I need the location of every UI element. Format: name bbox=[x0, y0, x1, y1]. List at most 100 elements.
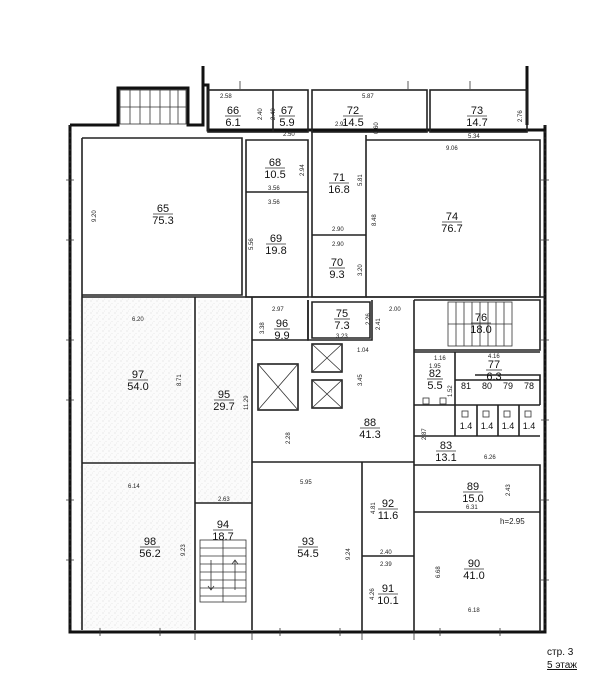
svg-text:41.0: 41.0 bbox=[463, 570, 484, 582]
svg-text:1.4: 1.4 bbox=[502, 421, 515, 431]
svg-text:91: 91 bbox=[382, 583, 394, 595]
svg-text:75.3: 75.3 bbox=[152, 215, 173, 227]
room-98-floor bbox=[80, 465, 192, 629]
dim: 5.95 bbox=[300, 480, 312, 486]
svg-text:11.6: 11.6 bbox=[378, 510, 399, 522]
dim: 5.81 bbox=[358, 174, 364, 186]
dim: 2.41 bbox=[376, 318, 382, 330]
stair-94 bbox=[199, 539, 247, 603]
svg-text:14.7: 14.7 bbox=[466, 117, 487, 129]
svg-text:80: 80 bbox=[482, 381, 492, 391]
svg-text:71: 71 bbox=[333, 172, 345, 184]
svg-text:95: 95 bbox=[218, 389, 230, 401]
dim: 1.52 bbox=[448, 385, 454, 397]
room-75-label: 75 7.3 bbox=[334, 308, 350, 332]
outer-walls bbox=[68, 66, 547, 634]
dim: 6.20 bbox=[132, 317, 144, 323]
interior-walls bbox=[81, 130, 545, 632]
room-93-label: 93 54.5 bbox=[297, 536, 318, 560]
svg-text:97: 97 bbox=[132, 369, 144, 381]
svg-text:81: 81 bbox=[461, 381, 471, 391]
dim: 2.63 bbox=[218, 497, 230, 503]
dim: 6.14 bbox=[128, 484, 140, 490]
dim: 2.97 bbox=[272, 307, 284, 313]
room-90-label: 90 41.0 bbox=[463, 558, 484, 582]
svg-text:88: 88 bbox=[364, 417, 376, 429]
svg-text:74: 74 bbox=[446, 211, 458, 223]
room-81-label: 81 1.4 bbox=[460, 381, 473, 431]
stair-76 bbox=[447, 301, 513, 347]
svg-text:67: 67 bbox=[281, 105, 293, 117]
dim: 2.87 bbox=[422, 428, 428, 440]
top-stair bbox=[119, 89, 187, 125]
dim: 2.76 bbox=[518, 110, 524, 122]
dim: 2.50 bbox=[283, 132, 295, 138]
room-69-label: 69 19.8 bbox=[265, 233, 286, 257]
room-77-label: 77 6.3 bbox=[486, 359, 502, 383]
room-95-floor bbox=[198, 300, 250, 502]
svg-text:68: 68 bbox=[269, 157, 281, 169]
dim: 8.71 bbox=[177, 374, 183, 386]
window-marks bbox=[66, 81, 549, 636]
dim: 6.26 bbox=[484, 455, 496, 461]
svg-text:6.1: 6.1 bbox=[225, 117, 240, 129]
svg-text:94: 94 bbox=[217, 519, 229, 531]
svg-text:69: 69 bbox=[270, 233, 282, 245]
svg-text:10.1: 10.1 bbox=[377, 595, 398, 607]
dim: 1.16 bbox=[434, 356, 446, 362]
svg-text:96: 96 bbox=[276, 318, 288, 330]
svg-text:90: 90 bbox=[468, 558, 480, 570]
room-67-label: 67 5.9 bbox=[279, 105, 295, 129]
elevator-shafts bbox=[257, 343, 343, 411]
room-98-label: 98 56.2 bbox=[139, 536, 160, 560]
svg-text:72: 72 bbox=[347, 105, 359, 117]
dim: 2.40 bbox=[258, 108, 264, 120]
dim: 0.60 bbox=[374, 122, 380, 134]
dim: 6.31 bbox=[466, 505, 478, 511]
dim: 3.38 bbox=[260, 322, 266, 334]
svg-text:7.3: 7.3 bbox=[334, 320, 349, 332]
svg-text:6.3: 6.3 bbox=[486, 371, 501, 383]
dim: 3.56 bbox=[268, 200, 280, 206]
svg-text:66: 66 bbox=[227, 105, 239, 117]
sanitary-fixtures bbox=[422, 397, 532, 418]
svg-text:1.4: 1.4 bbox=[481, 421, 494, 431]
svg-text:76: 76 bbox=[475, 312, 487, 324]
room-76-label: 76 18.0 bbox=[470, 312, 491, 336]
svg-text:18.0: 18.0 bbox=[470, 324, 491, 336]
svg-text:83: 83 bbox=[440, 440, 452, 452]
svg-text:79: 79 bbox=[503, 381, 513, 391]
svg-text:54.5: 54.5 bbox=[297, 548, 318, 560]
svg-text:70: 70 bbox=[331, 257, 343, 269]
room-92-label: 92 11.6 bbox=[378, 498, 399, 522]
room-79-label: 79 1.4 bbox=[502, 381, 515, 431]
dim: 3.56 bbox=[268, 186, 280, 192]
room-82-label: 82 5.5 bbox=[427, 368, 443, 392]
svg-text:1.4: 1.4 bbox=[460, 421, 473, 431]
svg-text:10.5: 10.5 bbox=[264, 169, 285, 181]
dim: 2.91 bbox=[335, 122, 347, 128]
top-row-walls bbox=[207, 89, 528, 133]
dimension-labels: 2.58 2.40 2.40 2.50 5.87 2.91 0.60 5.34 … bbox=[92, 94, 525, 614]
svg-text:19.8: 19.8 bbox=[265, 245, 286, 257]
dim: 2.26 bbox=[366, 313, 372, 325]
dim: 2.58 bbox=[220, 94, 232, 100]
svg-text:15.0: 15.0 bbox=[462, 493, 483, 505]
dim: 3.20 bbox=[358, 264, 364, 276]
height-note: h=2.95 bbox=[500, 517, 525, 526]
svg-text:14.5: 14.5 bbox=[342, 117, 363, 129]
svg-text:1.4: 1.4 bbox=[523, 421, 536, 431]
dim: 2.90 bbox=[332, 242, 344, 248]
svg-text:5.5: 5.5 bbox=[427, 380, 442, 392]
page-footer: стр. 3 5 этаж bbox=[547, 646, 577, 672]
svg-text:13.1: 13.1 bbox=[435, 452, 456, 464]
room-72-label: 72 14.5 bbox=[342, 105, 363, 129]
dim: 3.23 bbox=[336, 334, 348, 340]
room-95-label: 95 29.7 bbox=[213, 389, 234, 413]
svg-text:56.2: 56.2 bbox=[139, 548, 160, 560]
svg-text:41.3: 41.3 bbox=[359, 429, 380, 441]
dim: 2.00 bbox=[389, 307, 401, 313]
svg-text:73: 73 bbox=[471, 105, 483, 117]
room-labels: 66 6.1 67 5.9 72 14.5 73 14.7 65 75.3 68… bbox=[127, 105, 535, 607]
